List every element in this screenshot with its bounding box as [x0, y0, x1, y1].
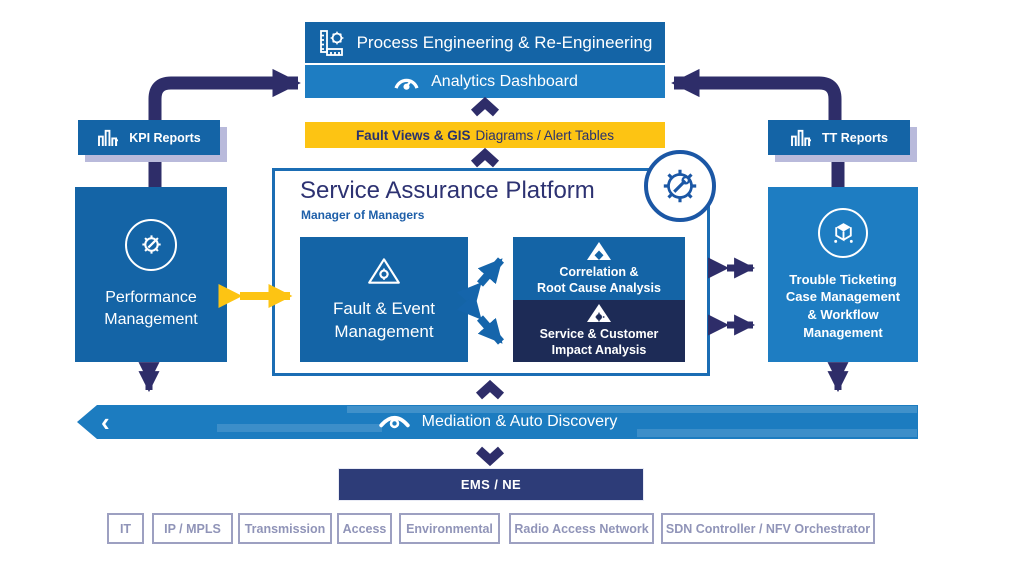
eye-icon	[378, 415, 410, 428]
bar-chart-icon	[791, 129, 811, 147]
domain-box-access: Access	[337, 513, 392, 544]
bar-chart-icon	[98, 129, 119, 147]
platform-subtitle: Manager of Managers	[301, 208, 425, 222]
fault-views-rest-label: Diagrams / Alert Tables	[475, 127, 615, 143]
chevron-up-mediation-to-platform	[475, 379, 505, 400]
arrow-kpi-to-analytics	[148, 68, 301, 124]
fault-views-bold-label: Fault Views & GIS	[355, 127, 471, 143]
performance-management-box: Performance Management	[75, 187, 227, 362]
kpi-reports-label: KPI Reports	[129, 130, 201, 145]
kpi-reports-box: KPI Reports	[78, 120, 220, 155]
platform-title: Service Assurance Platform	[300, 177, 595, 204]
ruler-gear-icon	[319, 29, 343, 56]
bar-streak	[347, 406, 917, 413]
chevron-down-mediation-to-ems	[475, 446, 505, 467]
analytics-dashboard-label: Analytics Dashboard	[431, 72, 578, 90]
pyramid-gear-icon	[587, 304, 611, 323]
correlation-root-cause-box: Correlation & Root Cause Analysis	[513, 237, 685, 300]
arrow-tt-to-analytics	[671, 68, 842, 124]
triangle-gear-icon	[368, 258, 400, 285]
domain-box-environmental: Environmental	[399, 513, 500, 544]
tt-reports-box: TT Reports	[768, 120, 910, 155]
mediation-label: Mediation & Auto Discovery	[421, 413, 618, 430]
bar-streak	[217, 424, 382, 432]
gear-wrench-badge-icon	[644, 150, 716, 222]
ems-ne-label: EMS / NE	[460, 477, 522, 492]
pyramid-icon	[587, 241, 611, 260]
domain-box-radio-access-network: Radio Access Network	[509, 513, 654, 544]
bar-streak	[637, 429, 917, 437]
ems-ne-box: EMS / NE	[338, 468, 644, 501]
mediation-auto-discovery-bar: ‹ Mediation & Auto Discovery	[77, 405, 918, 439]
chevron-up-platform-to-yellowbar	[470, 147, 500, 168]
package-circle-icon	[818, 207, 868, 258]
tt-reports-label: TT Reports	[822, 130, 888, 145]
service-customer-impact-box: Service & Customer Impact Analysis	[513, 300, 685, 362]
performance-management-label: Performance Management	[104, 288, 198, 328]
fault-event-management-label: Fault & Event Management	[332, 299, 436, 341]
gauge-icon	[394, 78, 419, 90]
process-engineering-box: Process Engineering & Re-Engineering	[305, 22, 665, 63]
process-engineering-label: Process Engineering & Re-Engineering	[356, 32, 653, 52]
correlation-root-cause-label: Correlation & Root Cause Analysis	[537, 264, 661, 295]
domain-box-ip-mpls: IP / MPLS	[152, 513, 233, 544]
trouble-ticketing-label: Trouble Ticketing Case Management & Work…	[785, 271, 901, 340]
bar-left-chevron: ‹	[101, 406, 110, 437]
analytics-dashboard-box: Analytics Dashboard	[305, 65, 665, 98]
fault-event-management-box: Fault & Event Management	[300, 237, 468, 362]
domain-box-it: IT	[107, 513, 144, 544]
domain-box-transmission: Transmission	[238, 513, 332, 544]
domain-box-sdn-nfv: SDN Controller / NFV Orchestrator	[661, 513, 875, 544]
gear-wrench-circle-icon	[125, 218, 177, 271]
fault-views-gis-bar: Fault Views & GIS Diagrams / Alert Table…	[305, 122, 665, 148]
chevron-up-yellowbar-to-analytics	[470, 96, 500, 117]
service-customer-impact-label: Service & Customer Impact Analysis	[539, 327, 659, 357]
trouble-ticketing-box: Trouble Ticketing Case Management & Work…	[768, 187, 918, 362]
